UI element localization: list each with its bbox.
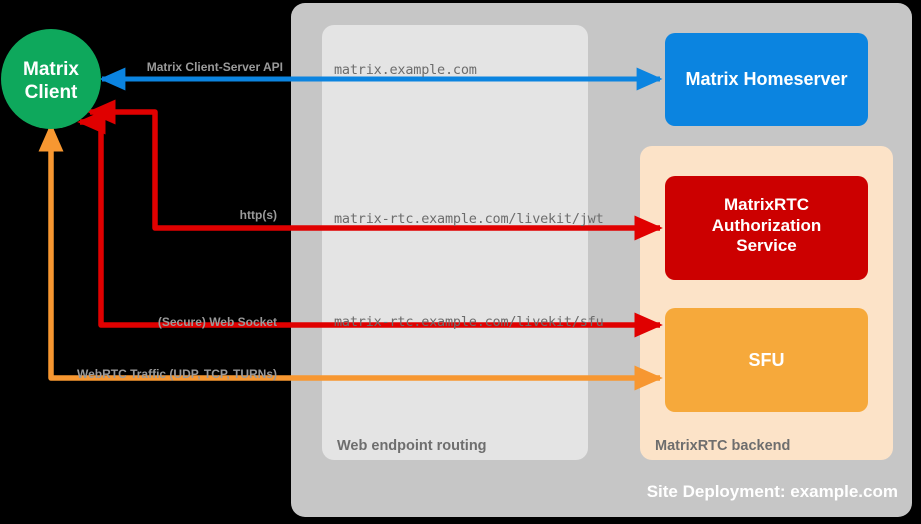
endpoint-url-livekit-jwt: matrix-rtc.example.com/livekit/jwt: [334, 211, 604, 227]
edge-label-livekit-jwt: http(s): [239, 208, 277, 222]
endpoint-url-livekit-sfu: matrix-rtc.example.com/livekit/sfu: [334, 314, 604, 330]
connection-webrtc-traffic: [38, 123, 663, 391]
web-endpoint-routing-label: Web endpoint routing: [337, 438, 487, 454]
edge-label-livekit-sfu: (Secure) Web Socket: [157, 315, 277, 329]
edge-label-webrtc-traffic: WebRTC Traffic (UDP, TCP, TURNs): [76, 367, 277, 381]
matrix-client-node[interactable]: [1, 29, 101, 129]
matrixrtc-backend-label: MatrixRTC backend: [655, 438, 791, 454]
site-deployment-label: Site Deployment: example.com: [646, 482, 898, 501]
matrixrtc-authorization-service-node[interactable]: [665, 176, 868, 280]
matrix-homeserver-node[interactable]: [665, 33, 868, 126]
edge-label-cs-api: Matrix Client-Server API: [146, 60, 283, 74]
endpoint-url-matrix: matrix.example.com: [334, 62, 477, 78]
sfu-node[interactable]: [665, 308, 868, 412]
